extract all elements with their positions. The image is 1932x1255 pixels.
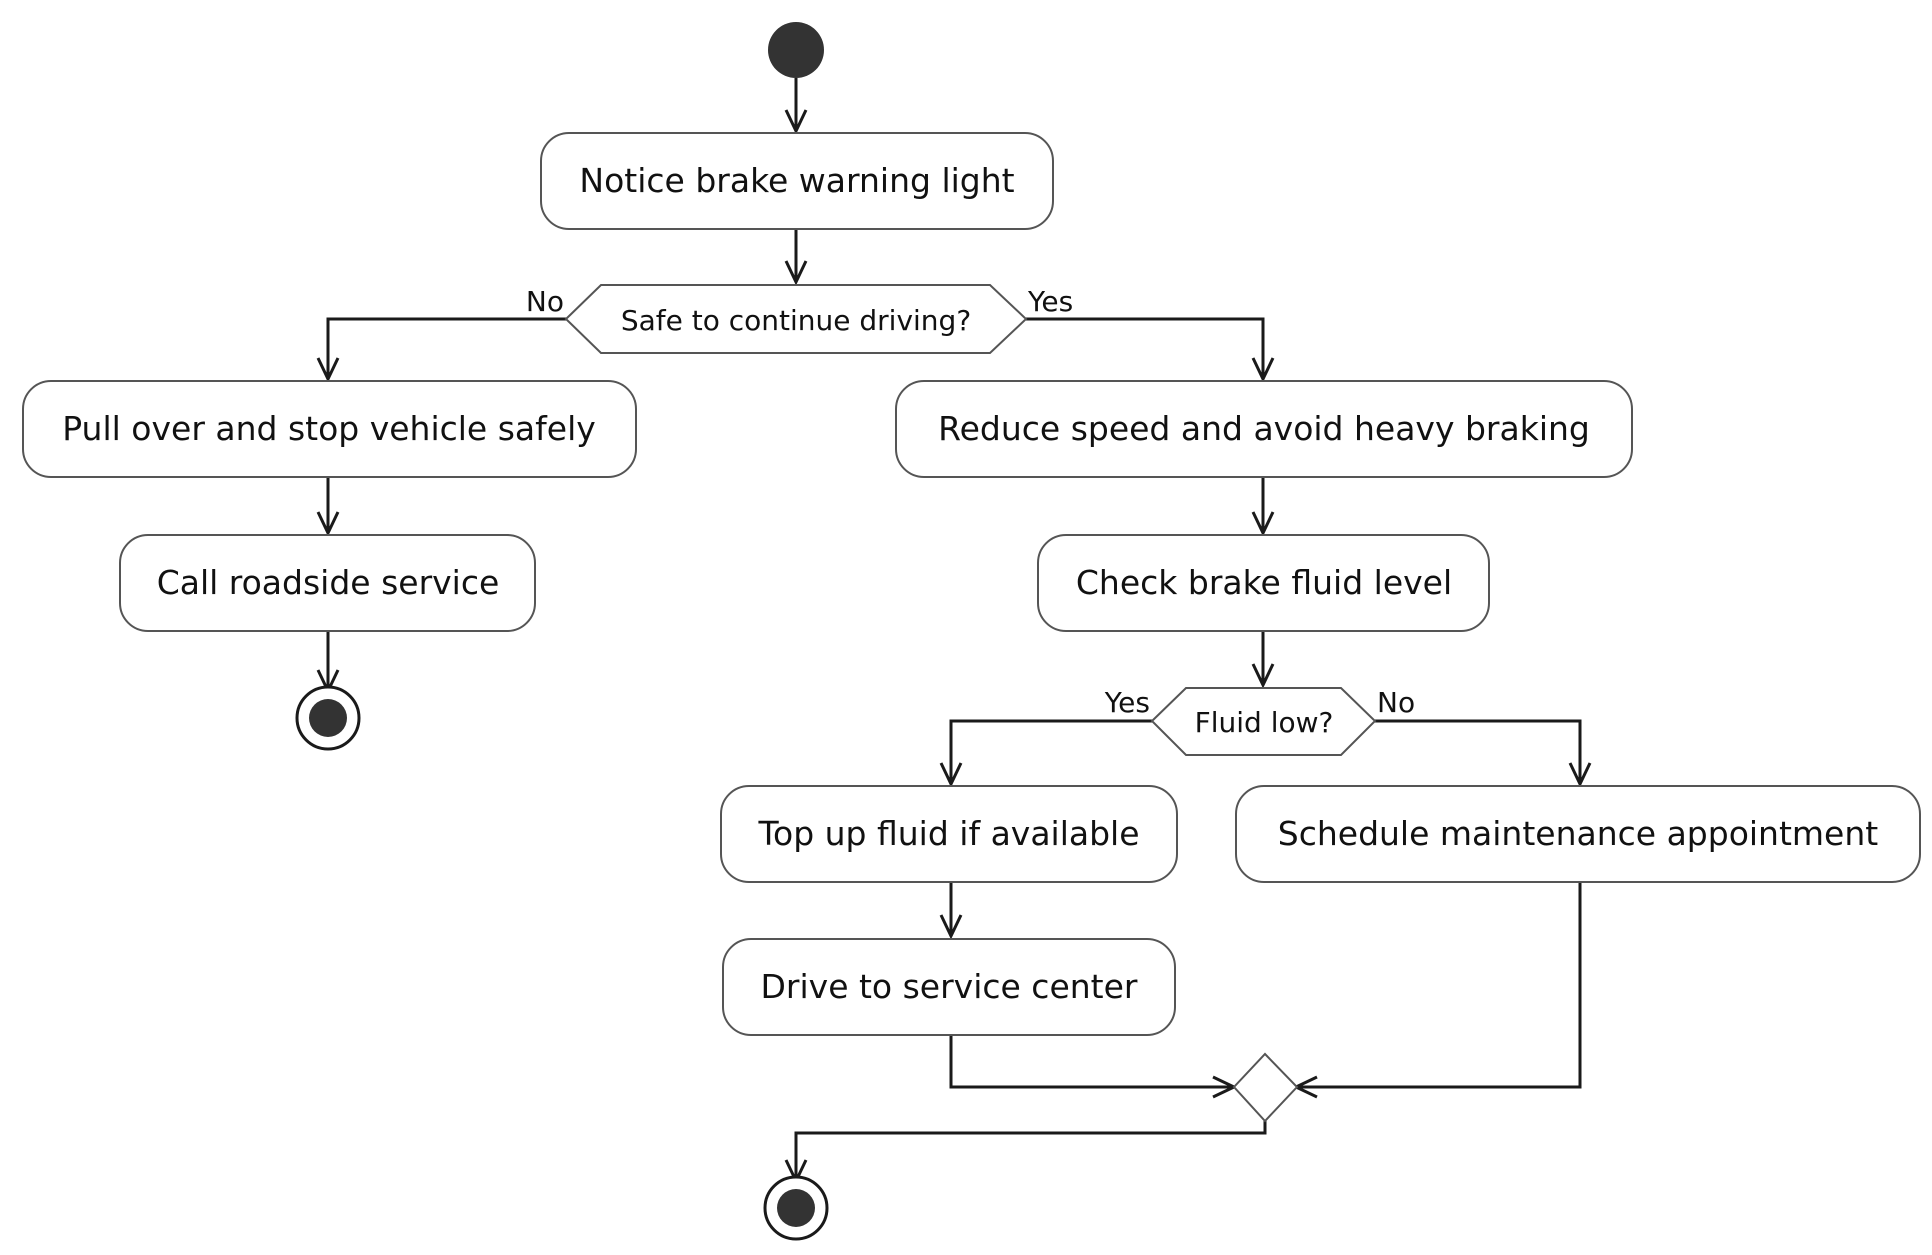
merge-node: [1232, 1052, 1299, 1123]
arrowhead: [1568, 762, 1592, 788]
decision-question: Fluid low?: [1195, 706, 1334, 739]
activity-label: Schedule maintenance appointment: [1278, 814, 1879, 853]
branch-label-no: No: [1377, 686, 1415, 719]
edge-fluid-yes: [949, 719, 1152, 783]
arrowhead: [316, 511, 340, 537]
arrowhead: [1251, 357, 1275, 383]
edge-safe-no: [326, 317, 566, 378]
activity-label: Call roadside service: [157, 563, 500, 602]
arrowhead: [316, 357, 340, 383]
arrowhead: [1251, 511, 1275, 537]
end-node-bottom: [763, 1175, 829, 1241]
decision-safe: Safe to continue driving? No Yes: [526, 284, 1073, 354]
arrowhead: [939, 762, 963, 788]
activity-top-up: Top up fluid if available: [720, 785, 1178, 883]
activity-schedule: Schedule maintenance appointment: [1235, 785, 1921, 883]
arrowhead: [1251, 663, 1275, 689]
branch-label-yes: Yes: [1104, 686, 1150, 719]
activity-label: Reduce speed and avoid heavy braking: [938, 409, 1590, 448]
activity-label: Check brake fluid level: [1076, 563, 1452, 602]
edges: [316, 78, 1592, 1185]
edge-schedule-merge: [1297, 882, 1582, 1089]
activity-drive-service: Drive to service center: [722, 938, 1176, 1036]
activity-label: Top up fluid if available: [757, 814, 1139, 853]
edge-merge-end: [794, 1121, 1267, 1180]
end-node-left: [295, 685, 361, 751]
activity-pull-over: Pull over and stop vehicle safely: [22, 380, 637, 478]
arrowhead: [939, 914, 963, 940]
activity-label: Drive to service center: [761, 967, 1138, 1006]
decision-question: Safe to continue driving?: [621, 304, 971, 337]
activity-call-roadside: Call roadside service: [119, 534, 536, 632]
decision-fluid: Fluid low? Yes No: [1104, 686, 1415, 756]
edge-safe-yes: [1026, 317, 1265, 378]
arrowhead: [784, 109, 808, 135]
arrowhead: [784, 260, 808, 286]
activity-reduce-speed: Reduce speed and avoid heavy braking: [895, 380, 1633, 478]
activity-notice: Notice brake warning light: [540, 132, 1054, 230]
activity-check-fluid: Check brake fluid level: [1037, 534, 1490, 632]
activity-label: Pull over and stop vehicle safely: [62, 409, 596, 448]
branch-label-no: No: [526, 285, 564, 318]
edge-drive-merge: [949, 1035, 1233, 1089]
start-node: [768, 22, 824, 78]
activity-label: Notice brake warning light: [579, 161, 1014, 200]
branch-label-yes: Yes: [1027, 285, 1073, 318]
edge-fluid-no: [1375, 719, 1582, 783]
